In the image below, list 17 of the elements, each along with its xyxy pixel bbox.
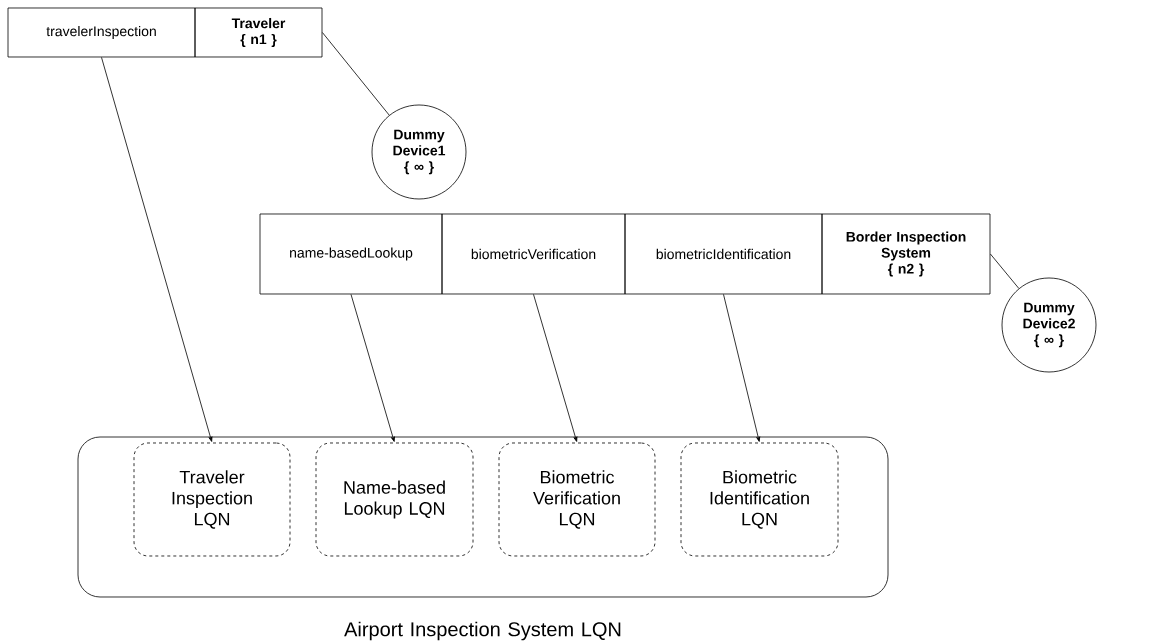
entry-box: travelerInspection (7, 7, 196, 58)
arrow (101, 57, 213, 442)
submodel-box: Name-based Lookup LQN (315, 442, 474, 557)
arrow (350, 294, 395, 442)
entry-box: biometricVerification (441, 213, 626, 295)
entry-box: Border Inspection System { n2 } (821, 213, 991, 295)
arrow (533, 294, 578, 442)
submodel-box: Traveler Inspection LQN (133, 442, 291, 557)
connector-line (322, 32, 390, 116)
submodel-box: Biometric Identification LQN (680, 442, 839, 557)
entry-box: Traveler { n1 } (194, 7, 323, 58)
connector-line (990, 253, 1020, 289)
entry-box: biometricIdentification (624, 213, 823, 295)
container-title: Airport Inspection System LQN (344, 621, 621, 641)
arrow (723, 294, 761, 442)
submodel-box: Biometric Verification LQN (498, 442, 656, 557)
entry-box: name-basedLookup (259, 213, 443, 295)
